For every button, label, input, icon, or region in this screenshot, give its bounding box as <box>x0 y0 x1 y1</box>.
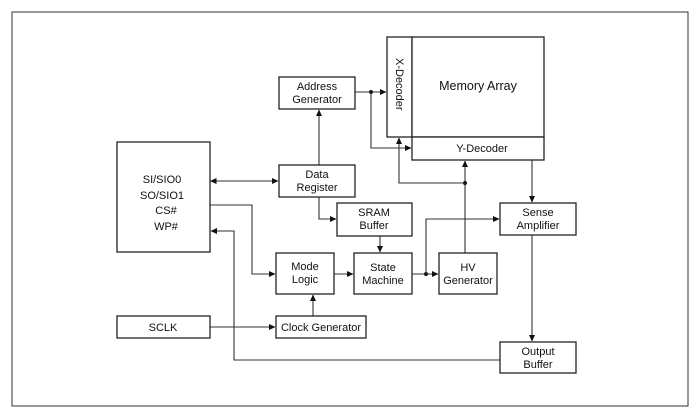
y-decoder-block: Y-Decoder <box>411 136 545 161</box>
data-register-to-sram <box>318 197 337 222</box>
sclk-block: SCLK <box>116 315 211 339</box>
svg-text:Buffer: Buffer <box>359 220 388 232</box>
connectors <box>210 89 535 361</box>
svg-text:State: State <box>370 262 396 274</box>
svg-text:Sense: Sense <box>522 207 553 219</box>
state-machine-to-sense <box>425 216 500 274</box>
pin-so-sio1: SO/SIO1 <box>140 190 184 202</box>
svg-text:Memory Array: Memory Array <box>439 79 518 93</box>
address-to-y-decoder <box>370 92 412 151</box>
pin-cs: CS# <box>155 205 177 217</box>
svg-text:Generator: Generator <box>292 94 342 106</box>
state-machine-block: State Machine <box>353 252 413 295</box>
svg-text:SCLK: SCLK <box>149 322 178 334</box>
svg-text:Logic: Logic <box>292 274 319 286</box>
svg-text:Amplifier: Amplifier <box>517 220 560 232</box>
svg-text:Address: Address <box>297 81 338 93</box>
sense-amplifier-block: Sense Amplifier <box>499 202 577 236</box>
cs-to-mode-logic <box>210 204 276 277</box>
svg-text:X-Decoder: X-Decoder <box>393 58 405 111</box>
svg-text:Mode: Mode <box>291 261 319 273</box>
hv-generator-block: HV Generator <box>438 252 498 295</box>
svg-text:Output: Output <box>521 346 554 358</box>
data-register-block: Data Register <box>278 164 356 198</box>
svg-text:Clock Generator: Clock Generator <box>281 322 361 334</box>
svg-text:Generator: Generator <box>443 275 493 287</box>
output-buffer-to-io <box>210 228 500 361</box>
svg-text:Data: Data <box>305 169 329 181</box>
clock-generator-block: Clock Generator <box>275 315 367 339</box>
output-buffer-block: Output Buffer <box>499 341 577 374</box>
sram-buffer-block: SRAM Buffer <box>336 202 413 237</box>
svg-text:HV: HV <box>460 262 476 274</box>
svg-text:Register: Register <box>297 182 338 194</box>
x-decoder-block: X-Decoder <box>386 36 413 138</box>
pin-wp: WP# <box>154 221 179 233</box>
address-generator-block: Address Generator <box>278 76 356 110</box>
svg-text:Machine: Machine <box>362 275 404 287</box>
pin-si-sio0: SI/SIO0 <box>143 174 182 186</box>
svg-text:Y-Decoder: Y-Decoder <box>456 143 508 155</box>
svg-text:SRAM: SRAM <box>358 207 390 219</box>
diagram-frame <box>11 11 689 407</box>
io-pins-block: SI/SIO0 SO/SIO1 CS# WP# <box>116 141 211 253</box>
mode-logic-block: Mode Logic <box>275 252 335 295</box>
hv-to-x-decoder <box>396 137 465 184</box>
memory-array-block: Memory Array <box>411 36 545 138</box>
svg-text:Buffer: Buffer <box>523 359 552 371</box>
